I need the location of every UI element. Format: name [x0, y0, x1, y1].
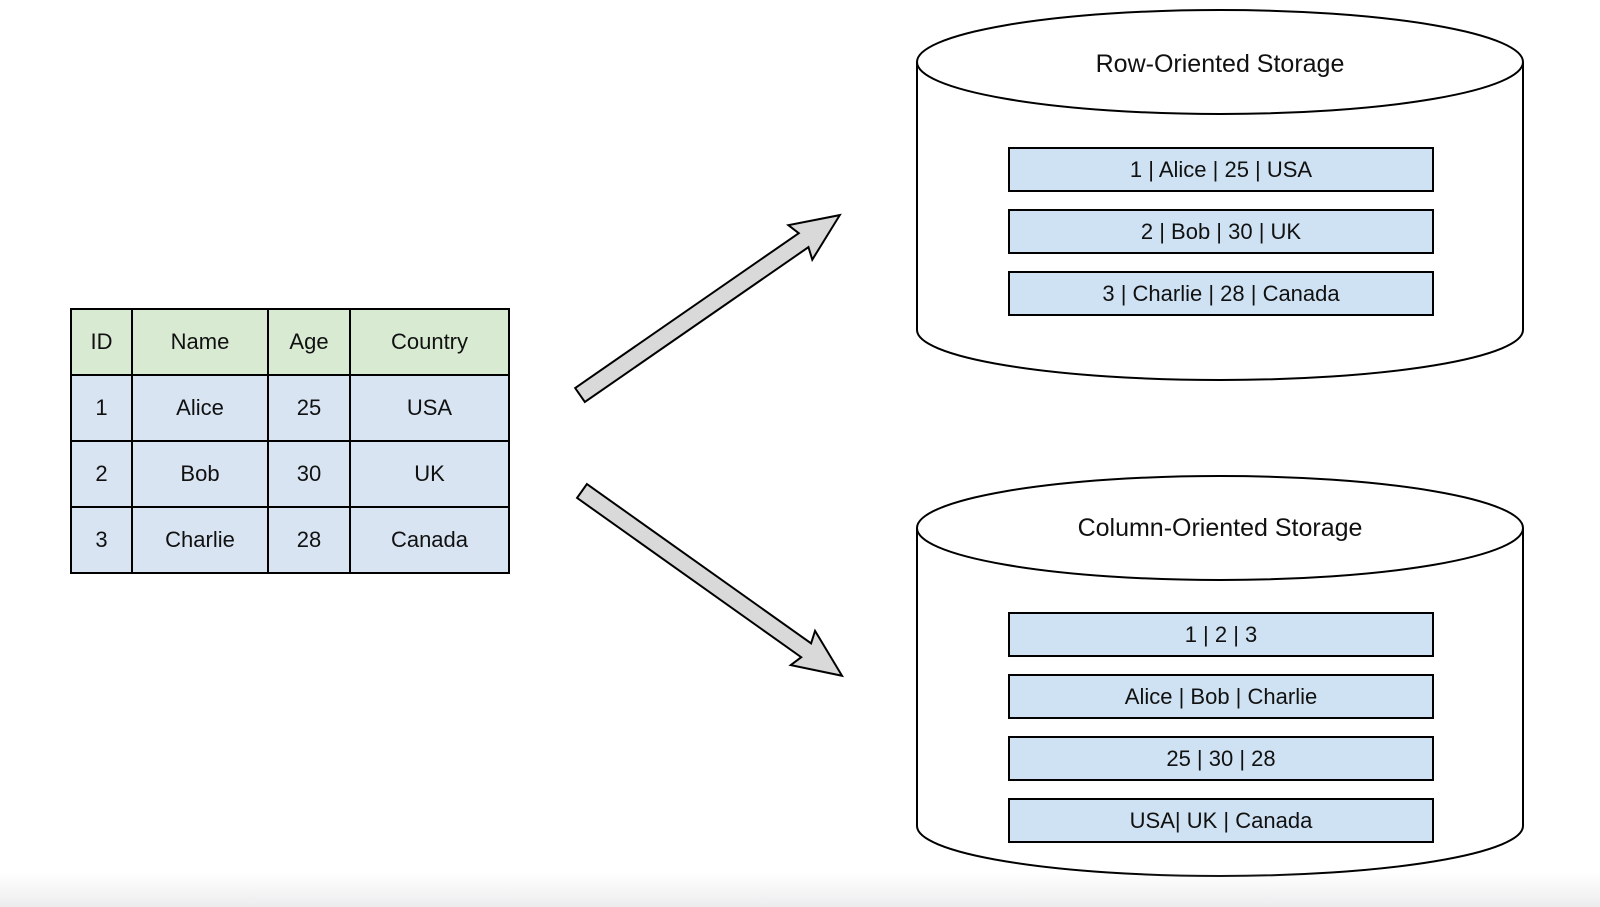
row-storage-record: 1 | Alice | 25 | USA [1008, 147, 1434, 192]
table-header-cell: Age [267, 308, 351, 376]
column-storage-record: 1 | 2 | 3 [1008, 612, 1434, 657]
table-cell: Canada [349, 506, 510, 574]
source-table: ID Name Age Country 1 Alice 25 USA 2 Bob… [70, 308, 510, 574]
row-storage-record: 3 | Charlie | 28 | Canada [1008, 271, 1434, 316]
arrow-to-column-storage-icon [575, 482, 845, 678]
table-cell: Bob [131, 440, 269, 508]
table-header-cell: Country [349, 308, 510, 376]
table-cell: UK [349, 440, 510, 508]
table-cell: 3 [70, 506, 133, 574]
table-cell: 1 [70, 374, 133, 442]
column-storage-record: 25 | 30 | 28 [1008, 736, 1434, 781]
table-cell: 28 [267, 506, 351, 574]
table-header-cell: Name [131, 308, 269, 376]
table-row: 1 Alice 25 USA [70, 374, 510, 442]
table-cell: 30 [267, 440, 351, 508]
row-storage-record: 2 | Bob | 30 | UK [1008, 209, 1434, 254]
row-storage-title: Row-Oriented Storage [1095, 50, 1345, 78]
table-row: 3 Charlie 28 Canada [70, 506, 510, 574]
table-header-row: ID Name Age Country [70, 308, 510, 376]
table-cell: 25 [267, 374, 351, 442]
table-row: 2 Bob 30 UK [70, 440, 510, 508]
column-storage-title: Column-Oriented Storage [1077, 514, 1363, 542]
table-cell: Charlie [131, 506, 269, 574]
table-cell: 2 [70, 440, 133, 508]
table-header-cell: ID [70, 308, 133, 376]
arrow-to-row-storage-icon [573, 213, 842, 404]
table-cell: USA [349, 374, 510, 442]
column-storage-record: Alice | Bob | Charlie [1008, 674, 1434, 719]
table-cell: Alice [131, 374, 269, 442]
column-storage-record: USA| UK | Canada [1008, 798, 1434, 843]
